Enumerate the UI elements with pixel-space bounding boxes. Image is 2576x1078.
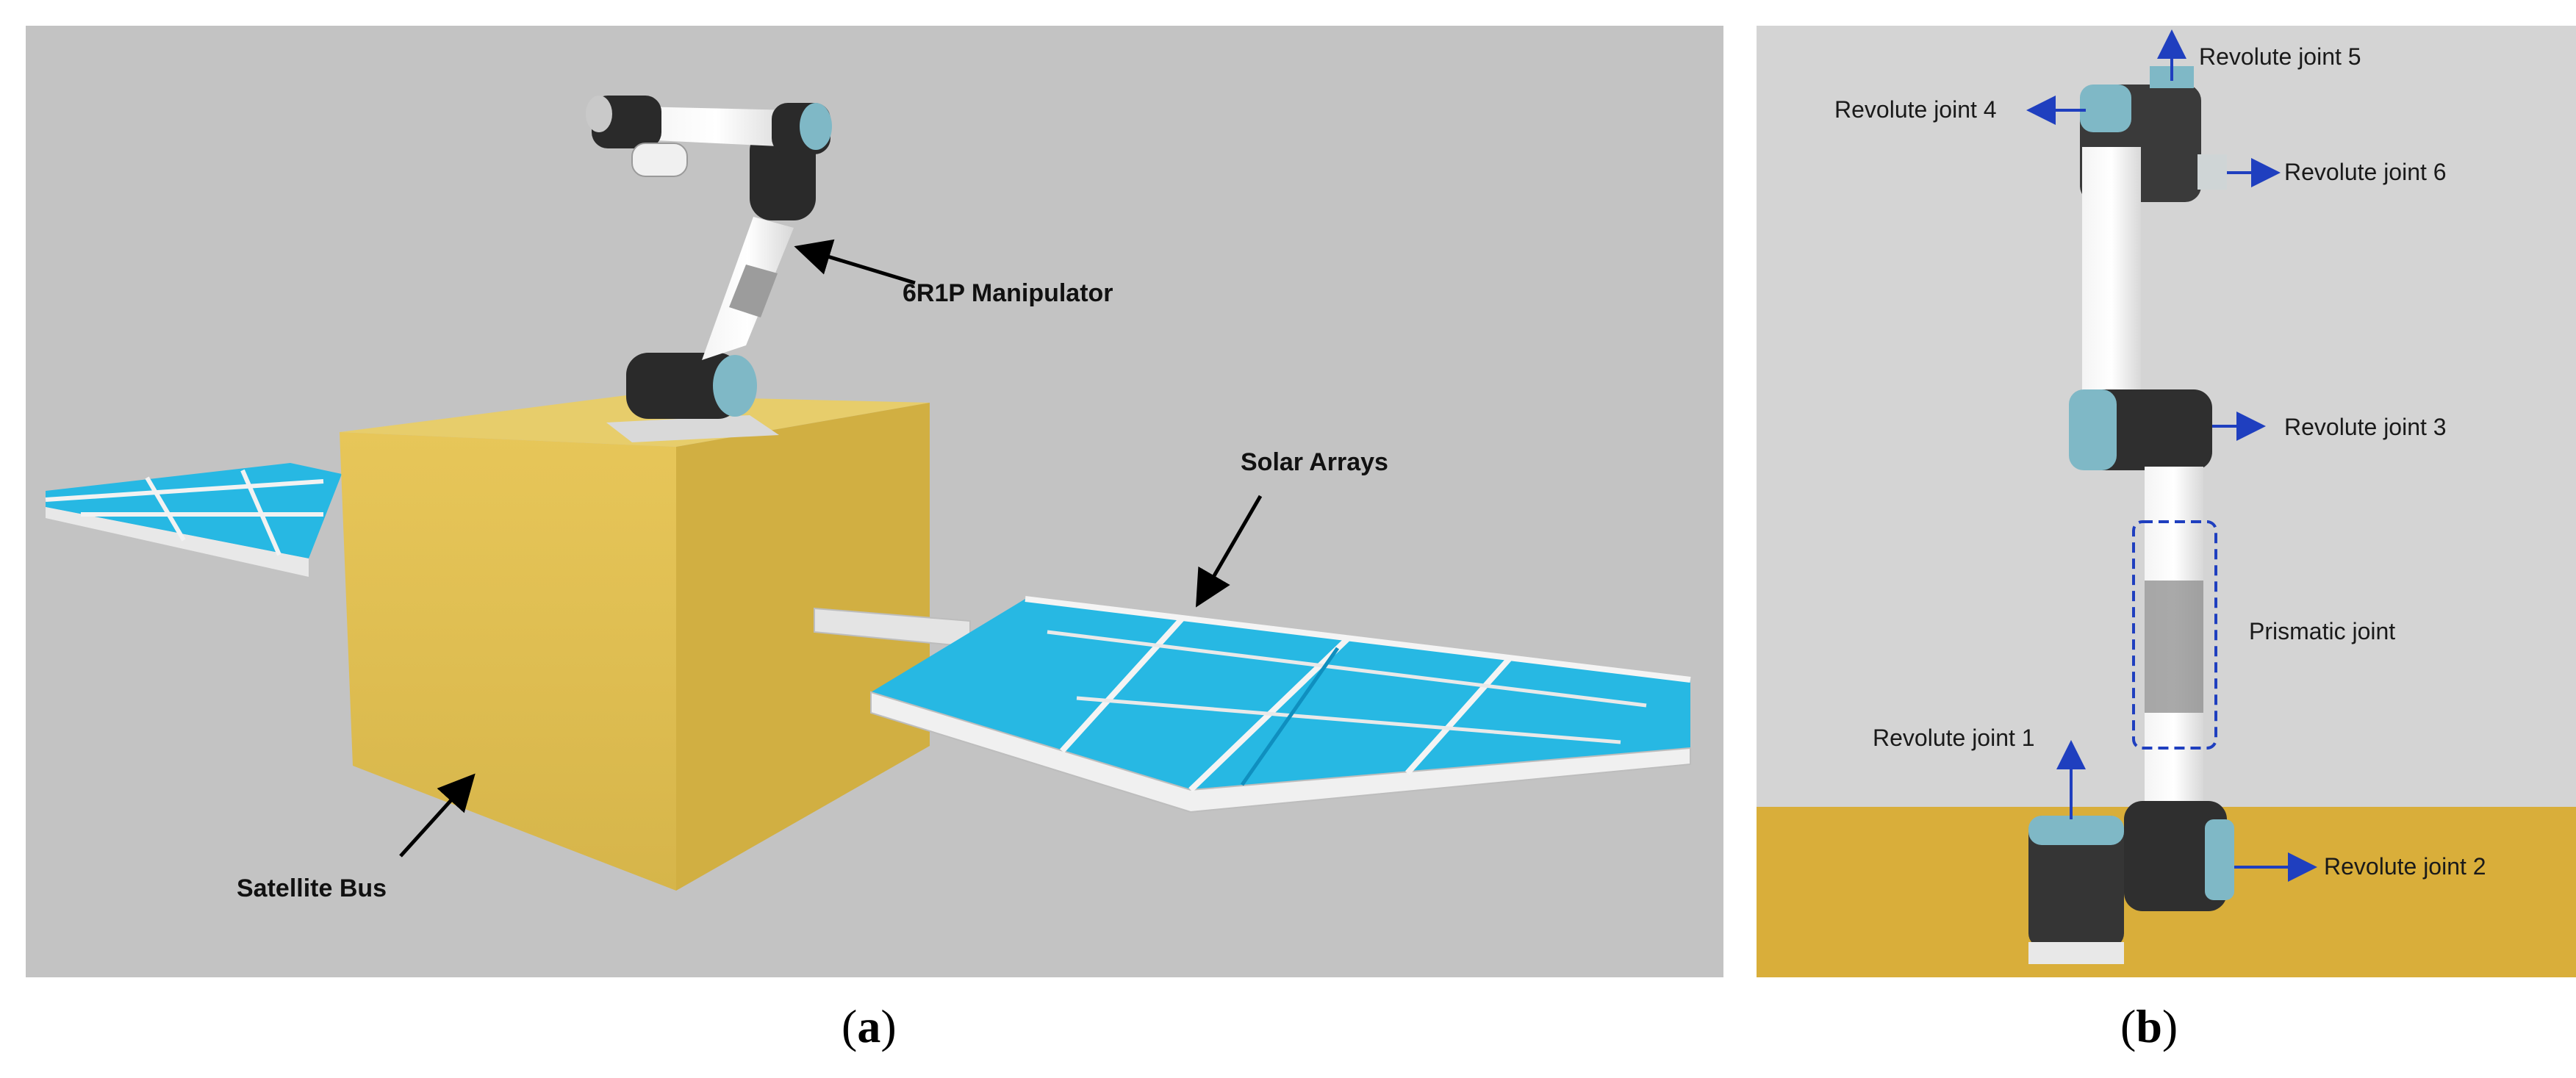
caption-a: (a) <box>842 1000 897 1052</box>
right-solar-array <box>814 596 1691 813</box>
solar-arrays-arrow <box>1195 495 1263 608</box>
joint6-label: Revolute joint 6 <box>2284 159 2447 185</box>
satellite-bus <box>340 395 930 891</box>
satellite-bus-label: Satellite Bus <box>237 874 387 902</box>
caption-b: (b) <box>2120 1000 2178 1052</box>
joint1-label: Revolute joint 1 <box>1873 725 2035 751</box>
joint4-label: Revolute joint 4 <box>1834 96 1997 123</box>
solar-arrays-label: Solar Arrays <box>1241 448 1388 476</box>
joint5-label: Revolute joint 5 <box>2199 43 2361 70</box>
panel-b: Revolute joint 5 Revolute joint 4 Revolu… <box>1757 26 2576 977</box>
satellite-bus-arrow <box>399 773 476 858</box>
manipulator-arrow <box>794 239 916 285</box>
joint2-label: Revolute joint 2 <box>2324 853 2486 880</box>
left-solar-array <box>45 463 342 577</box>
joint3-label: Revolute joint 3 <box>2284 414 2447 440</box>
manipulator-arm <box>586 96 832 419</box>
panel-a: 6R1P Manipulator Solar Arrays Satellite … <box>26 26 1723 977</box>
prismatic-label: Prismatic joint <box>2249 618 2395 644</box>
robot-arm-b <box>2028 66 2234 964</box>
prismatic-joint-box <box>2132 520 2217 750</box>
manipulator-label: 6R1P Manipulator <box>903 279 1113 307</box>
